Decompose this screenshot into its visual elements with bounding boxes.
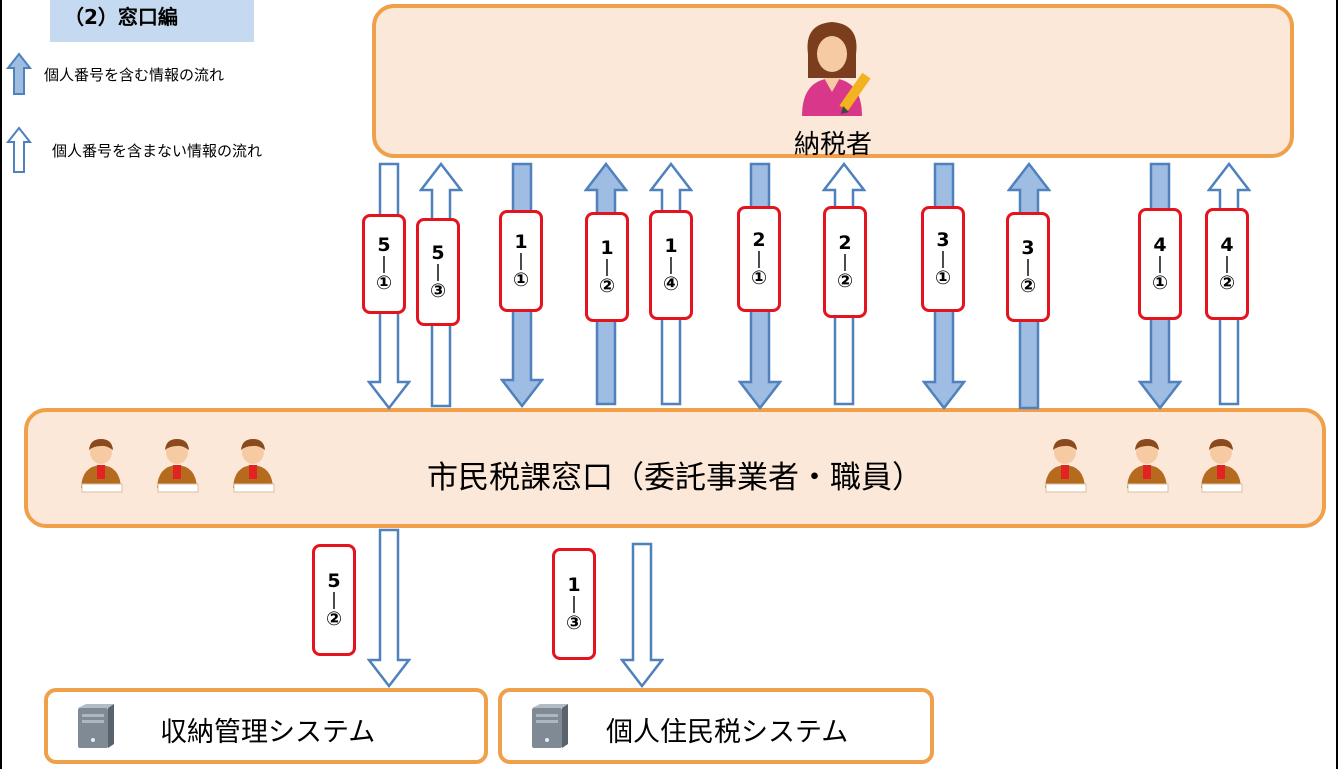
flow-step-separator: | <box>1025 257 1031 277</box>
clerk-icon <box>157 439 199 493</box>
outline-flow-arrow <box>367 528 411 688</box>
flow-step-number: 2 <box>838 232 852 254</box>
flow-step-tag: 1|③ <box>552 548 596 660</box>
flow-step-number: 1 <box>567 574 581 596</box>
flow-step-circle-number: ③ <box>429 280 447 302</box>
legend-outline: 個人番号を含まない情報の流れ <box>6 126 262 174</box>
flow-step-tag: 1|④ <box>649 210 693 320</box>
outline-arrow-icon <box>6 126 32 173</box>
flow-step-separator: | <box>1224 254 1230 274</box>
flow-step-number: 2 <box>752 229 766 251</box>
flow-step-separator: | <box>381 254 387 274</box>
window-box: 市民税課窓口（委託事業者・職員） <box>24 408 1326 528</box>
flow-step-tag: 5|③ <box>416 218 460 326</box>
flow-step-number: 5 <box>431 242 445 264</box>
flow-step-circle-number: ② <box>1019 275 1037 297</box>
flow-step-tag: 5|② <box>312 544 356 656</box>
flow-step-circle-number: ② <box>836 270 854 292</box>
taxpayer-box: 納税者 <box>372 4 1294 160</box>
taxpayer-person-icon <box>802 22 871 116</box>
flow-step-number: 3 <box>936 229 950 251</box>
flow-step-circle-number: ③ <box>565 612 583 634</box>
flow-step-separator: | <box>518 251 524 271</box>
flow-step-circle-number: ④ <box>662 273 680 295</box>
section-title: （2）窓口編 <box>50 0 254 42</box>
legend-filled-label: 個人番号を含む情報の流れ <box>44 65 225 84</box>
flow-step-tag: 5|① <box>362 214 406 314</box>
legend-outline-label: 個人番号を含まない情報の流れ <box>52 141 263 160</box>
clerk-icon <box>81 439 123 493</box>
flow-step-tag: 2|② <box>823 206 867 318</box>
flow-step-separator: | <box>940 249 946 269</box>
clerk-icon <box>1127 439 1169 493</box>
flow-step-circle-number: ② <box>325 608 343 630</box>
flow-step-number: 5 <box>377 234 391 256</box>
flow-step-separator: | <box>604 257 610 277</box>
flow-step-separator: | <box>1157 254 1163 274</box>
collection-system-label: 収納管理システム <box>160 717 376 748</box>
clerk-icon <box>1045 439 1087 493</box>
flow-step-tag: 1|① <box>499 210 543 312</box>
flow-step-circle-number: ① <box>750 267 768 289</box>
resident-tax-system-box: 個人住民税システム <box>498 688 934 764</box>
flow-step-tag: 2|① <box>737 206 781 312</box>
flow-step-tag: 1|② <box>585 212 629 322</box>
outline-flow-arrow <box>620 542 664 688</box>
flow-step-circle-number: ① <box>1151 272 1169 294</box>
frame-left-border <box>0 0 2 769</box>
flow-step-tag: 4|① <box>1138 208 1182 320</box>
flow-step-number: 1 <box>664 235 678 257</box>
resident-tax-system-label: 個人住民税システム <box>606 717 849 748</box>
clerk-icon <box>1201 439 1243 493</box>
frame-right-border <box>1336 0 1338 769</box>
window-label: 市民税課窓口（委託事業者・職員） <box>427 460 923 496</box>
flow-step-separator: | <box>331 590 337 610</box>
arrow-shape <box>367 528 411 688</box>
clerk-icon <box>233 439 275 493</box>
flow-step-circle-number: ① <box>512 269 530 291</box>
flow-step-separator: | <box>668 255 674 275</box>
flow-step-circle-number: ② <box>1218 272 1236 294</box>
flow-step-tag: 3|② <box>1006 212 1050 322</box>
flow-step-circle-number: ① <box>375 272 393 294</box>
flow-step-circle-number: ① <box>934 267 952 289</box>
flow-step-separator: | <box>571 594 577 614</box>
collection-system-box: 収納管理システム <box>44 688 488 764</box>
flow-step-separator: | <box>756 249 762 269</box>
taxpayer-label: 納税者 <box>793 130 872 160</box>
flow-step-separator: | <box>435 262 441 282</box>
filled-arrow-icon <box>6 52 32 95</box>
flow-step-circle-number: ② <box>598 275 616 297</box>
flow-step-number: 1 <box>600 237 614 259</box>
legend-filled: 個人番号を含む情報の流れ <box>6 52 224 96</box>
flow-step-number: 5 <box>327 570 341 592</box>
server-icon <box>532 704 568 748</box>
flow-step-number: 4 <box>1220 234 1234 256</box>
flow-step-tag: 4|② <box>1205 208 1249 320</box>
server-icon <box>78 704 114 748</box>
flow-step-number: 1 <box>514 231 528 253</box>
flow-step-number: 3 <box>1021 237 1035 259</box>
flow-step-number: 4 <box>1153 234 1167 256</box>
flow-step-tag: 3|① <box>921 206 965 312</box>
flow-step-separator: | <box>842 252 848 272</box>
arrow-shape <box>620 542 664 688</box>
